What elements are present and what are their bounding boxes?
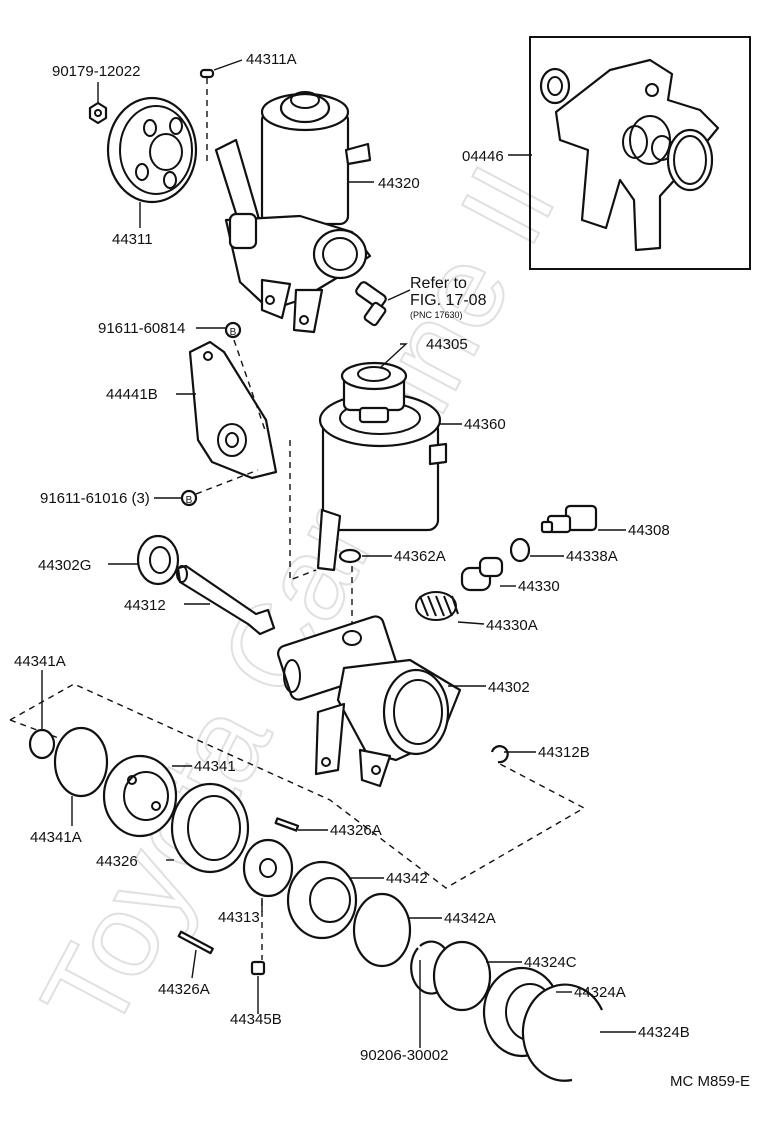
valve-44330 [460, 556, 504, 592]
o-ring-44342A [352, 892, 412, 968]
label-44326A-top: 44326A [330, 822, 382, 839]
o-ring-44338A [509, 537, 531, 563]
o-ring-44324C [432, 940, 492, 1012]
label-44342: 44342 [386, 870, 428, 887]
rotor-44313 [242, 838, 294, 898]
pin-44326A-top [274, 817, 300, 832]
pressure-plate-44342 [286, 860, 358, 940]
refer-pnc: (PNC 17630) [410, 310, 463, 320]
label-91611-61016: 91611-61016 (3) [40, 490, 150, 507]
label-90206-30002: 90206-30002 [360, 1047, 448, 1064]
marker-b2-text: B [186, 495, 193, 506]
refer-line-2: FIG. 17-08 [410, 292, 487, 309]
label-44341A-bottom: 44341A [30, 829, 82, 846]
bracket-44441B [188, 340, 278, 480]
label-44308: 44308 [628, 522, 670, 539]
label-44330: 44330 [518, 578, 560, 595]
label-44305: 44305 [426, 336, 468, 353]
snap-ring-44312B [490, 745, 509, 764]
bolt-marker-b1: B [224, 321, 242, 339]
bearing-44302G [136, 534, 180, 586]
spring-44330A [415, 591, 459, 621]
cap-44305 [340, 361, 408, 424]
label-44324C: 44324C [524, 954, 577, 971]
label-44302: 44302 [488, 679, 530, 696]
pin-44326A-bottom [177, 930, 214, 955]
label-44313: 44313 [218, 909, 260, 926]
label-44330A: 44330A [486, 617, 538, 634]
label-44341: 44341 [194, 758, 236, 775]
label-04446: 04446 [462, 148, 504, 165]
label-90179-12022: 90179-12022 [52, 63, 140, 80]
label-44312B: 44312B [538, 744, 590, 761]
pump-assembly-44320 [214, 91, 372, 334]
label-44362A: 44362A [394, 548, 446, 565]
label-44320: 44320 [378, 175, 420, 192]
side-plate-44341 [102, 754, 178, 838]
o-ring-44341A-small [28, 728, 56, 760]
bolt-marker-b2: B [180, 489, 198, 507]
label-44311: 44311 [112, 231, 153, 248]
label-44360: 44360 [464, 416, 506, 433]
fitting-44308 [540, 504, 598, 534]
label-44312: 44312 [124, 597, 166, 614]
refer-line-1: Refer to [410, 275, 467, 292]
label-44345B: 44345B [230, 1011, 282, 1028]
label-44311A: 44311A [246, 51, 297, 68]
marker-b1-text: B [230, 327, 237, 338]
pressure-switch [355, 281, 387, 327]
o-ring-44362A [338, 548, 362, 564]
label-44324A: 44324A [574, 984, 626, 1001]
key-44311A [199, 68, 215, 79]
label-44342A: 44342A [444, 910, 496, 927]
label-44326A-bottom: 44326A [158, 981, 210, 998]
label-44441B: 44441B [106, 386, 158, 403]
leader-lines [41, 59, 636, 1048]
nut-90179-12022 [88, 101, 108, 125]
label-44302G: 44302G [38, 557, 91, 574]
kit-box-04446 [529, 36, 751, 270]
shaft-44312 [176, 564, 276, 636]
seal-44345B [250, 960, 266, 976]
snap-ring-44324B [521, 983, 603, 1082]
label-91611-60814: 91611-60814 [98, 320, 185, 337]
label-44338A: 44338A [566, 548, 618, 565]
gasket-kit-04446 [539, 58, 720, 252]
label-44341A-top: 44341A [14, 653, 66, 670]
label-44324B: 44324B [638, 1024, 690, 1041]
pump-housing-44302 [277, 615, 462, 788]
pulley-44311 [106, 96, 198, 204]
o-ring-44341A-large [53, 726, 109, 798]
label-44326: 44326 [96, 853, 138, 870]
cam-ring-44326 [170, 782, 250, 874]
footer-code: MC M859-E [670, 1073, 750, 1090]
